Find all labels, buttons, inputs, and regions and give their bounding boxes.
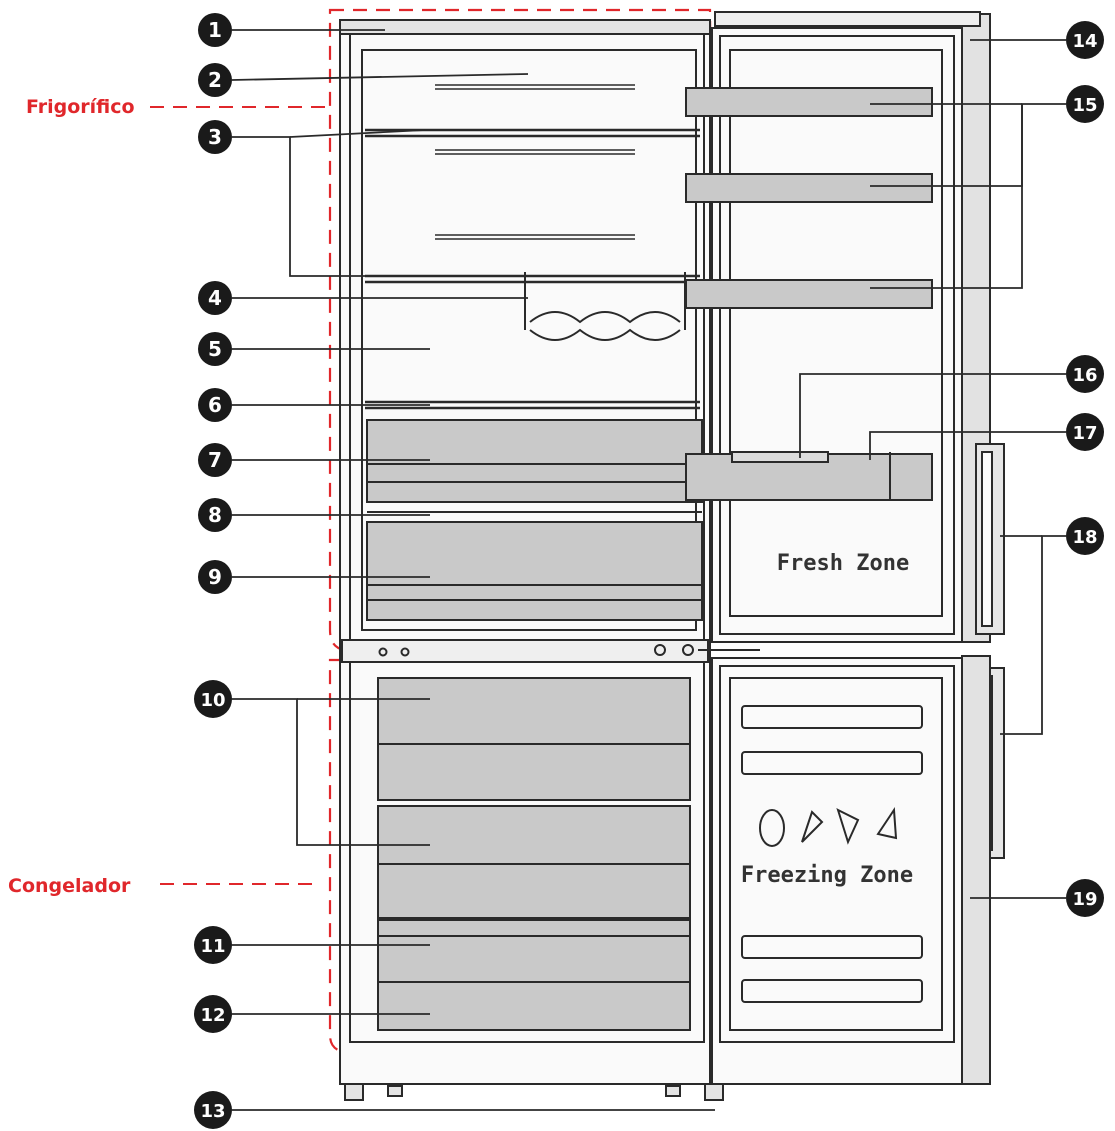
callout-5: 5 <box>198 332 232 366</box>
callout-16: 16 <box>1066 355 1104 393</box>
callout-4: 4 <box>198 281 232 315</box>
crisper-drawers <box>366 419 703 621</box>
callout-3: 3 <box>198 120 232 154</box>
fridge-light <box>435 84 635 240</box>
svg-text:13: 13 <box>200 1101 225 1122</box>
svg-text:16: 16 <box>1072 365 1097 386</box>
svg-text:11: 11 <box>200 936 225 957</box>
door-balconies <box>685 87 933 501</box>
callout-10: 10 <box>194 680 232 718</box>
callout-8: 8 <box>198 498 232 532</box>
callout-13: 13 <box>194 1091 232 1129</box>
svg-text:Frigorífico: Frigorífico <box>26 96 135 118</box>
callout-7: 7 <box>198 443 232 477</box>
freezer-drawers <box>377 677 691 1031</box>
callout-19: 19 <box>1066 879 1104 917</box>
fresh-zone-label: Fresh Zone <box>777 551 909 576</box>
svg-text:14: 14 <box>1072 31 1097 52</box>
adjustable-feet <box>344 1083 724 1101</box>
callout-11: 11 <box>194 926 232 964</box>
callout-17: 17 <box>1066 413 1104 451</box>
fridge-zone-label: Frigorífico <box>26 96 325 118</box>
svg-text:5: 5 <box>208 337 222 361</box>
svg-text:17: 17 <box>1072 423 1097 444</box>
callout-12: 12 <box>194 995 232 1033</box>
svg-text:15: 15 <box>1072 95 1097 116</box>
svg-text:8: 8 <box>208 503 222 527</box>
svg-text:9: 9 <box>208 565 222 589</box>
callout-1: 1 <box>198 13 232 47</box>
svg-text:3: 3 <box>208 125 222 149</box>
svg-text:6: 6 <box>208 393 222 417</box>
freezer-door <box>711 655 991 1085</box>
freezer-zone-label: Congelador <box>8 875 315 897</box>
fridge-door <box>711 11 991 643</box>
svg-text:12: 12 <box>200 1005 225 1026</box>
fridge-shelves <box>365 128 700 410</box>
svg-text:1: 1 <box>208 18 222 42</box>
svg-text:Congelador: Congelador <box>8 875 131 897</box>
callout-2: 2 <box>198 63 232 97</box>
svg-text:2: 2 <box>208 68 222 92</box>
svg-text:7: 7 <box>208 448 222 472</box>
callout-lines <box>231 29 1066 1111</box>
callout-6: 6 <box>198 388 232 422</box>
callout-badges: 1 2 3 4 5 6 7 8 9 10 11 12 13 14 15 16 1… <box>194 13 1104 1129</box>
callout-18: 18 <box>1066 517 1104 555</box>
freezing-zone-label: Freezing Zone <box>741 863 913 888</box>
svg-text:18: 18 <box>1072 527 1097 548</box>
callout-15: 15 <box>1066 85 1104 123</box>
svg-text:4: 4 <box>208 286 222 310</box>
callout-9: 9 <box>198 560 232 594</box>
callout-14: 14 <box>1066 21 1104 59</box>
svg-text:10: 10 <box>200 690 225 711</box>
svg-text:19: 19 <box>1072 889 1097 910</box>
